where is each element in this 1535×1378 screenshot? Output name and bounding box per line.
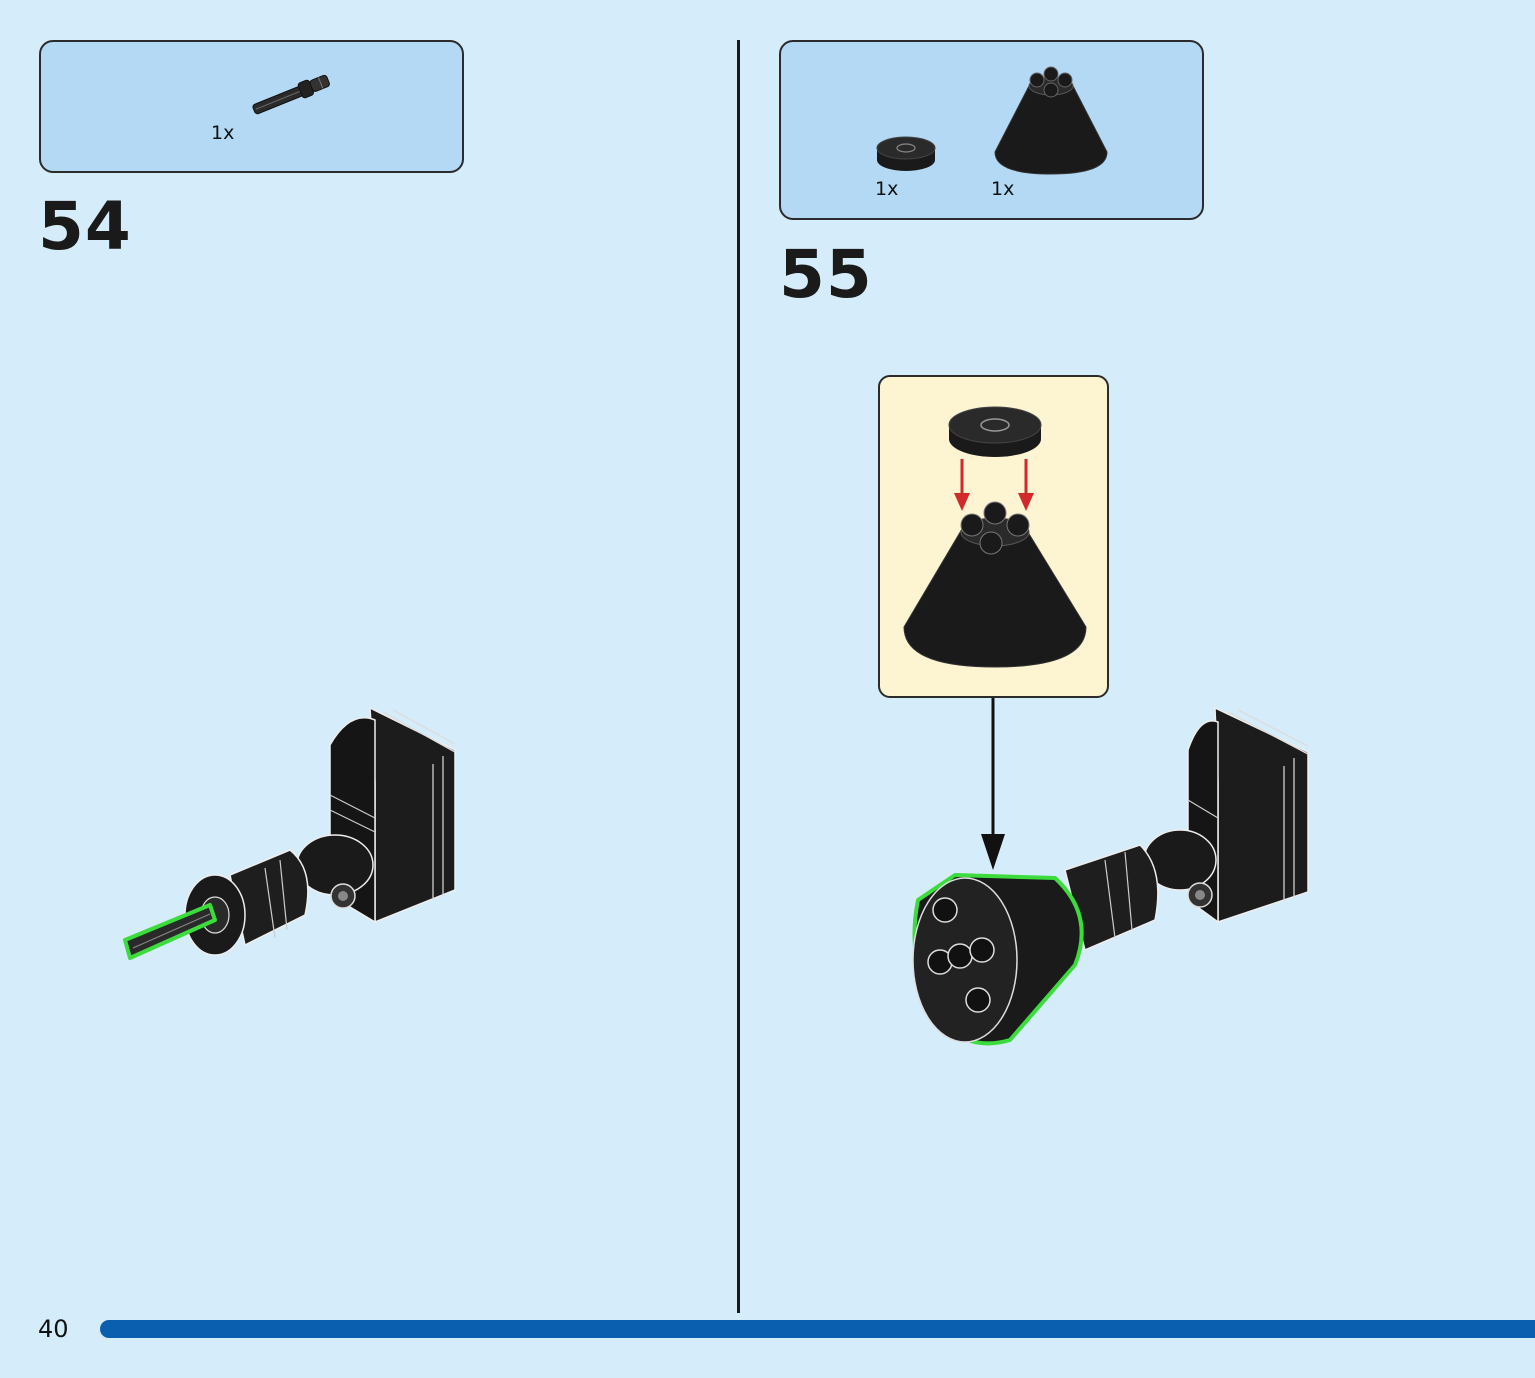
assembly-step-54 bbox=[123, 706, 456, 960]
part-quantity: 1x bbox=[991, 178, 1015, 200]
cone-icon bbox=[994, 66, 1108, 175]
axle-pin-icon bbox=[252, 74, 330, 115]
assembly-step-55 bbox=[912, 706, 1309, 1046]
part-quantity: 1x bbox=[875, 178, 899, 200]
step-number: 55 bbox=[779, 236, 873, 313]
part-quantity: 1x bbox=[211, 122, 235, 144]
step-divider bbox=[737, 40, 740, 1313]
parts-box-step-54: 1x bbox=[39, 40, 464, 173]
round-tile-icon bbox=[876, 136, 936, 171]
sub-assembly-callout bbox=[878, 375, 1109, 698]
placement-arrow bbox=[981, 698, 1005, 870]
step-number: 54 bbox=[38, 188, 132, 265]
progress-bar bbox=[100, 1320, 1535, 1338]
sub-assembly-diagram bbox=[903, 406, 1087, 668]
parts-box-step-55: 1x 1x bbox=[779, 40, 1204, 220]
page-number: 40 bbox=[38, 1315, 69, 1343]
